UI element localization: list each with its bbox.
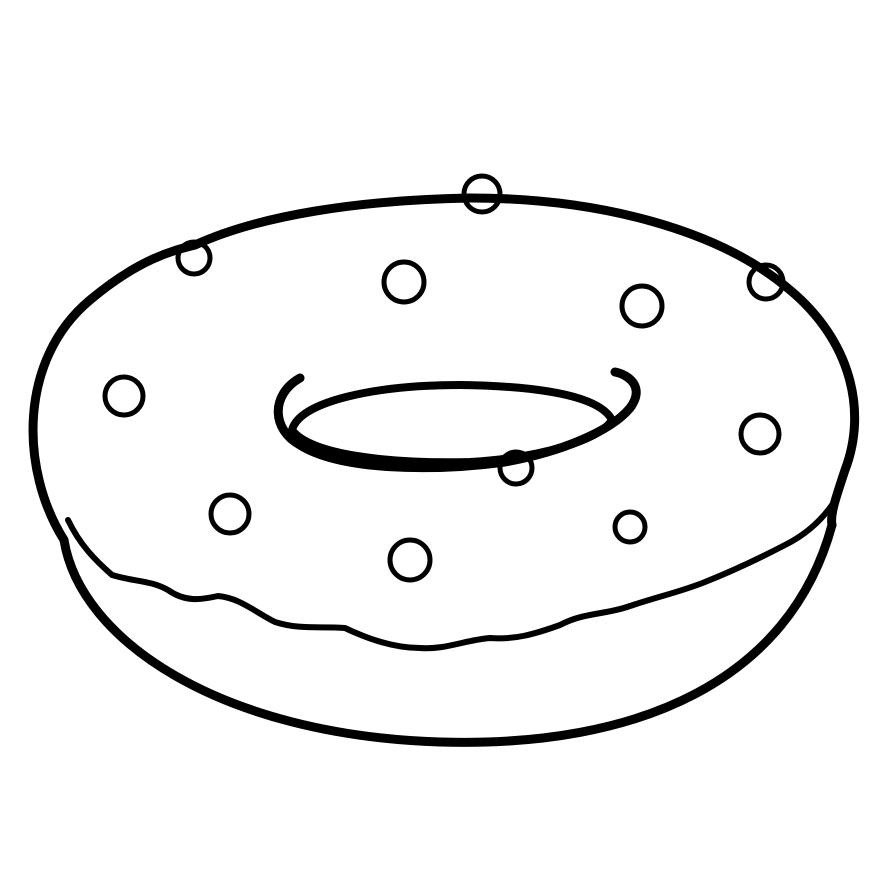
edge-sprinkle (175, 239, 213, 277)
edge-sprinkle (497, 449, 535, 487)
sprinkle (619, 283, 665, 329)
edge-sprinkle (746, 262, 786, 302)
edge-sprinkle (461, 173, 503, 215)
sprinkle (381, 259, 427, 305)
sprinkle (612, 509, 648, 545)
donut-edge-sprinkles (175, 173, 786, 487)
donut-dough-outline (59, 520, 837, 747)
sprinkle (387, 537, 433, 583)
sprinkle (208, 492, 252, 536)
donut-icing-drip-edge (65, 502, 835, 652)
sprinkle (102, 374, 146, 418)
donut-hole-inner-ellipse (288, 381, 616, 467)
donut-icing-outline (28, 193, 860, 545)
donut-sprinkles (102, 259, 782, 583)
sprinkle (738, 412, 782, 456)
